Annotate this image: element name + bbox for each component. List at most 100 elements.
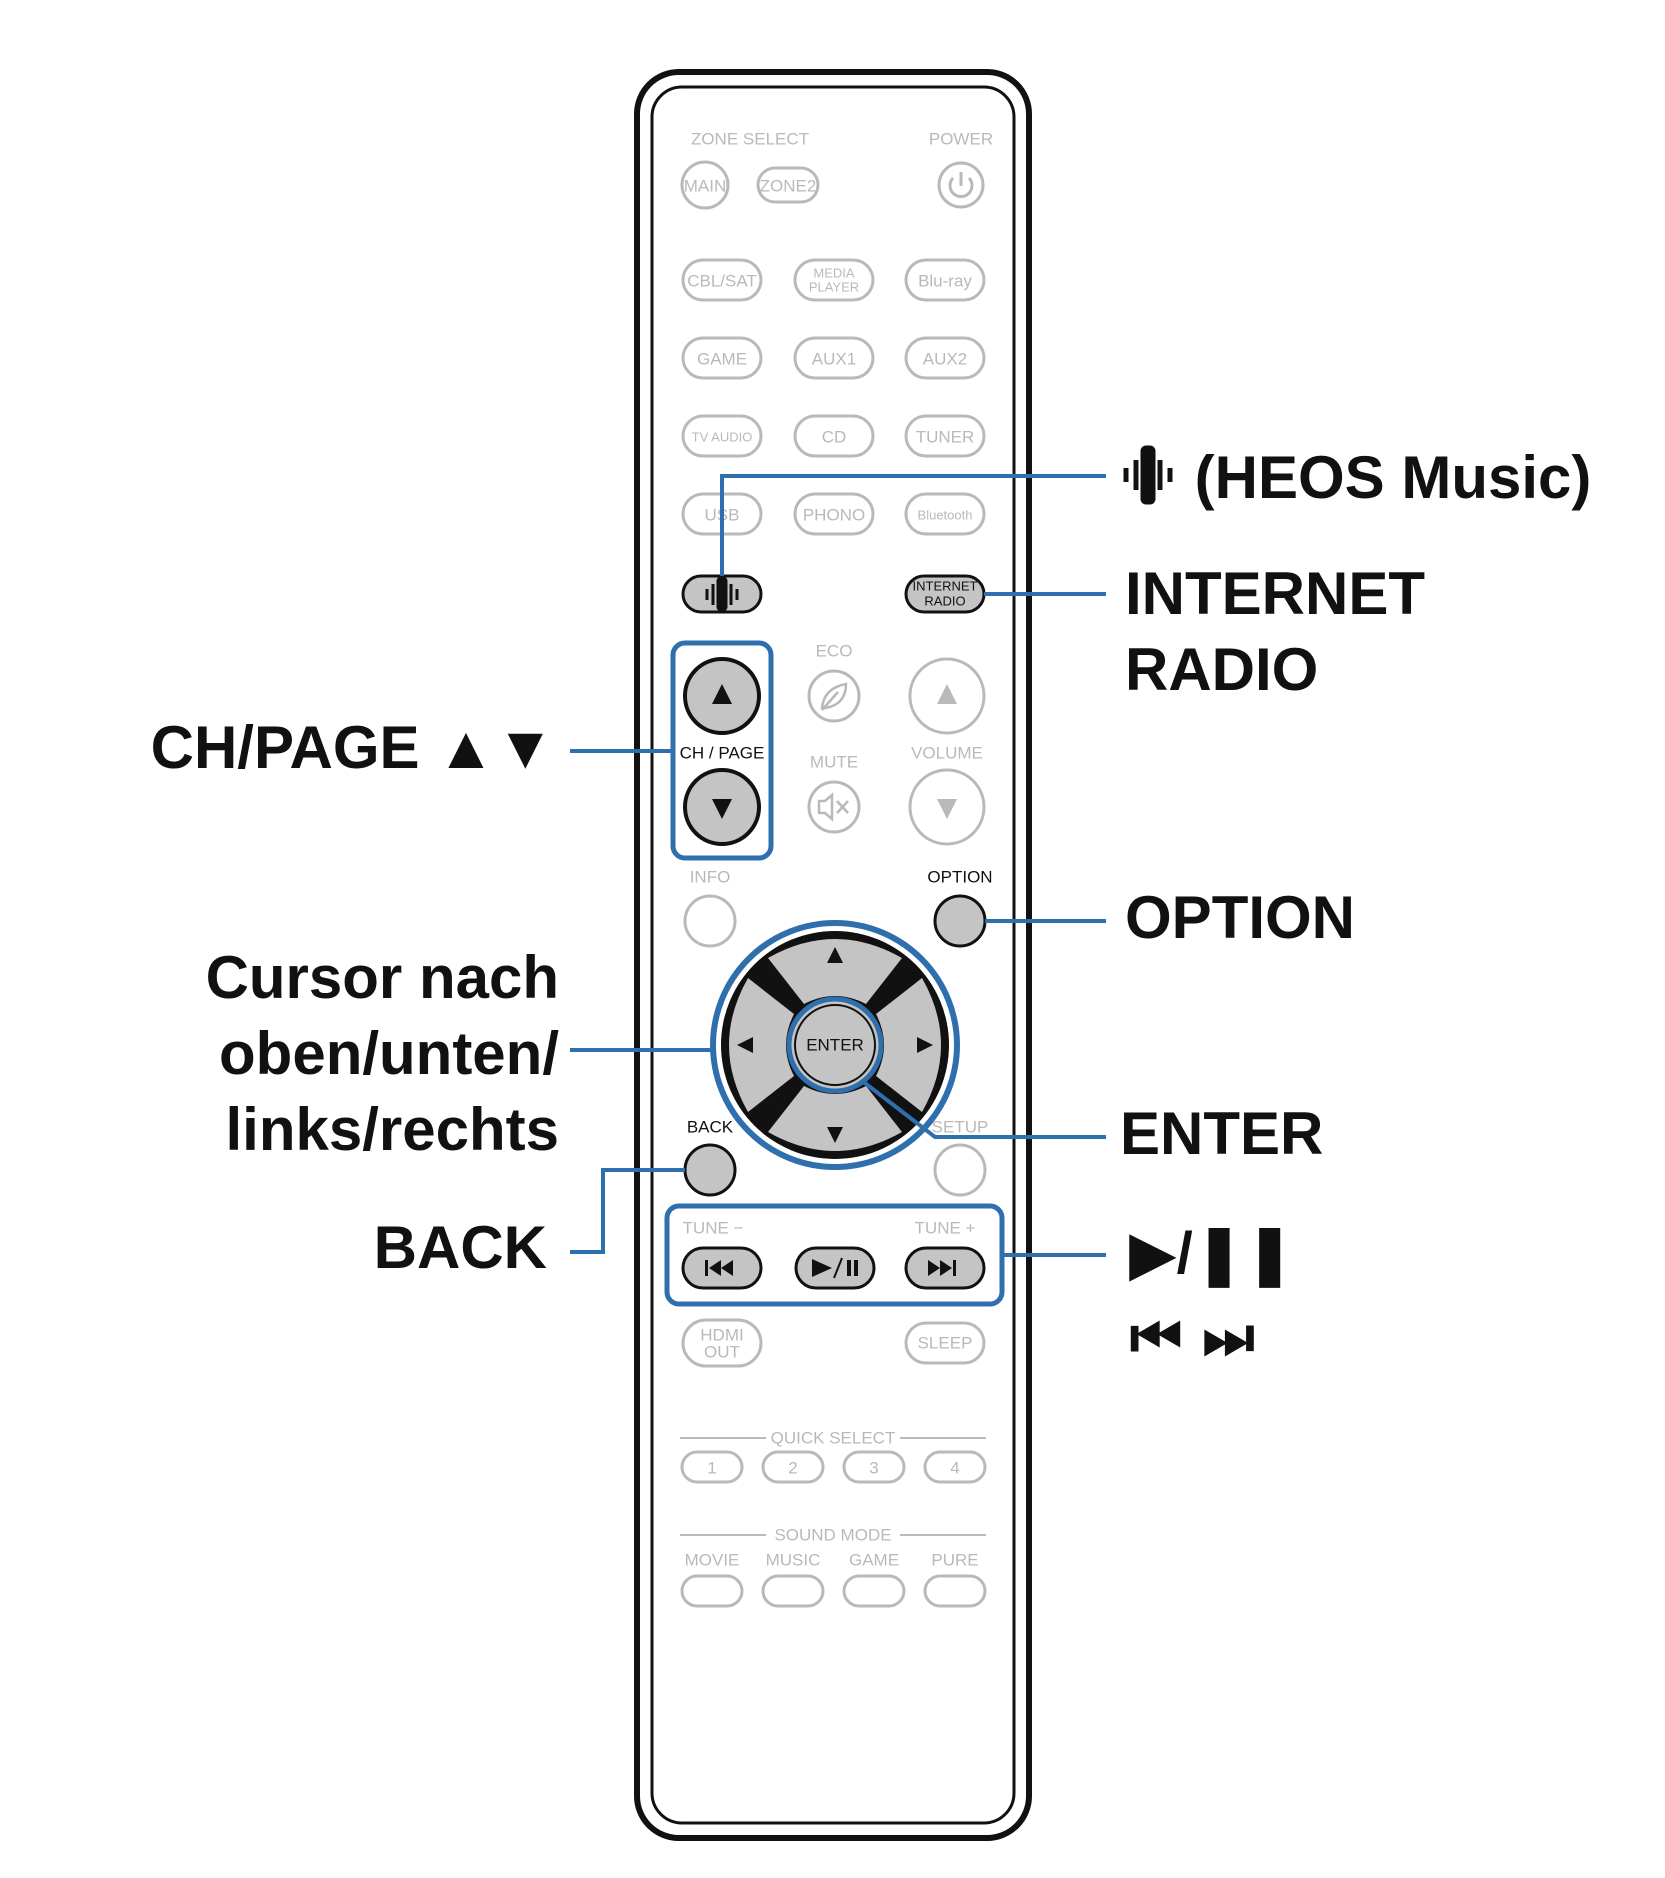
sound-mode-button-pure[interactable] [923,1574,987,1608]
enter-button-label: ENTER [806,1036,864,1055]
setup-label: SETUP [932,1118,989,1137]
power-label: POWER [929,130,993,149]
source-button-label: MEDIA [813,266,855,281]
hdmi-out-button[interactable]: HDMI OUT [681,1318,763,1368]
ch-page-up-button[interactable] [683,657,761,735]
hdmi-out-label-line1: HDMI [700,1326,743,1345]
source-button-tv-audio[interactable]: TV AUDIO [681,414,763,458]
hdmi-out-label-line2: OUT [704,1343,740,1362]
quick-select-button-4[interactable]: 4 [923,1450,987,1484]
triangle-up-icon [712,684,732,704]
play-pause-callout: ▶/❚❚ [1130,1221,1296,1286]
option-callout: OPTION [1125,884,1356,951]
quick-select-button-1[interactable]: 1 [680,1450,744,1484]
skip-back-icon [705,1260,733,1276]
cursor-down-button[interactable] [768,1086,902,1151]
source-button-phono[interactable]: PHONO [793,492,875,536]
internet-radio-callout-line1: INTERNET [1125,560,1425,627]
zone-select-label: ZONE SELECT [691,130,809,149]
heos-music-button[interactable] [681,574,763,614]
ch-page-label: CH / PAGE [680,744,765,763]
source-button-cd[interactable]: CD [793,414,875,458]
main-button[interactable]: MAIN [680,160,730,210]
mute-label: MUTE [810,753,858,772]
sleep-label: SLEEP [918,1334,973,1353]
source-button-tuner[interactable]: TUNER [904,414,986,458]
heos-icon [1123,445,1173,505]
cursor-right-button[interactable] [876,978,941,1112]
info-label: INFO [690,868,731,887]
sound-mode-label: SOUND MODE [774,1526,891,1545]
sound-mode-button-game[interactable] [842,1574,906,1608]
internet-radio-label-line1: INTERNET [913,579,978,594]
eco-label: ECO [816,642,853,661]
quick-select-button-label: 4 [950,1459,959,1478]
mute-button[interactable] [807,780,861,834]
source-button-aux1[interactable]: AUX1 [793,336,875,380]
triangle-right-icon [917,1037,933,1053]
source-button-label: Bluetooth [918,508,973,523]
quick-select-button-label: 2 [788,1459,797,1478]
speaker-mute-icon [817,792,849,822]
zone2-button-label: ZONE2 [760,177,817,196]
cursor-callout-line3: links/rechts [225,1096,560,1163]
quick-select-row: 1 2 3 4 [680,1450,987,1484]
volume-down-button[interactable] [908,768,986,846]
heos-leader [720,474,1106,576]
heos-callout: (HEOS Music) [1118,440,1591,516]
callout-leaders [570,474,1106,1257]
internet-radio-button[interactable]: INTERNET RADIO [904,574,986,614]
sound-mode-button-movie[interactable] [680,1574,744,1608]
power-button[interactable] [937,161,985,209]
cursor-pad: ENTER [710,920,960,1170]
back-leader [570,1168,685,1254]
skip-back-button[interactable] [681,1246,763,1290]
cursor-callout-line1: Cursor nach [205,944,559,1011]
source-button-label: AUX1 [812,350,856,369]
option-button[interactable] [933,894,987,948]
source-button-cbl-sat[interactable]: CBL/SAT [681,258,763,302]
zone2-button[interactable]: ZONE2 [756,166,820,204]
sound-mode-button-music[interactable] [761,1574,825,1608]
source-button-blu-ray[interactable]: Blu-ray [904,258,986,302]
sleep-button[interactable]: SLEEP [904,1321,986,1365]
ch-page-callout: CH/PAGE ▲▼ [150,714,555,781]
quick-select-button-3[interactable]: 3 [842,1450,906,1484]
source-button-label: AUX2 [923,350,967,369]
enter-callout: ENTER [1120,1100,1324,1167]
back-button[interactable] [683,1143,737,1197]
ch-page-down-button[interactable] [683,768,761,846]
option-label: OPTION [927,868,992,887]
tune-minus-label: TUNE − [683,1219,744,1238]
source-button-game[interactable]: GAME [681,336,763,380]
cursor-left-button[interactable] [729,978,794,1112]
skip-forward-button[interactable] [904,1246,986,1290]
source-button-aux2[interactable]: AUX2 [904,336,986,380]
source-button-label: PLAYER [809,280,859,295]
cursor-up-button[interactable] [768,939,902,1004]
internet-radio-label-line2: RADIO [924,594,965,609]
source-button-bluetooth[interactable]: Bluetooth [904,492,986,536]
volume-up-button[interactable] [908,657,986,735]
quick-select-button-2[interactable]: 2 [761,1450,825,1484]
triangle-up-icon [827,947,843,963]
tune-plus-label: TUNE + [915,1219,976,1238]
cursor-callout-line2: oben/unten/ [219,1020,559,1087]
eco-button[interactable] [807,669,861,723]
info-button[interactable] [683,894,737,948]
quick-select-button-label: 3 [869,1459,878,1478]
enter-button[interactable]: ENTER [786,996,884,1094]
sound-mode-label-movie: MOVIE [685,1551,740,1570]
play-pause-icon [812,1257,858,1279]
source-button-label: TV AUDIO [692,430,753,445]
quick-select-button-label: 1 [707,1459,716,1478]
setup-button[interactable] [933,1143,987,1197]
source-button-label: Blu-ray [918,272,972,291]
play-pause-button[interactable] [794,1246,876,1290]
sound-mode-label-pure: PURE [931,1551,978,1570]
